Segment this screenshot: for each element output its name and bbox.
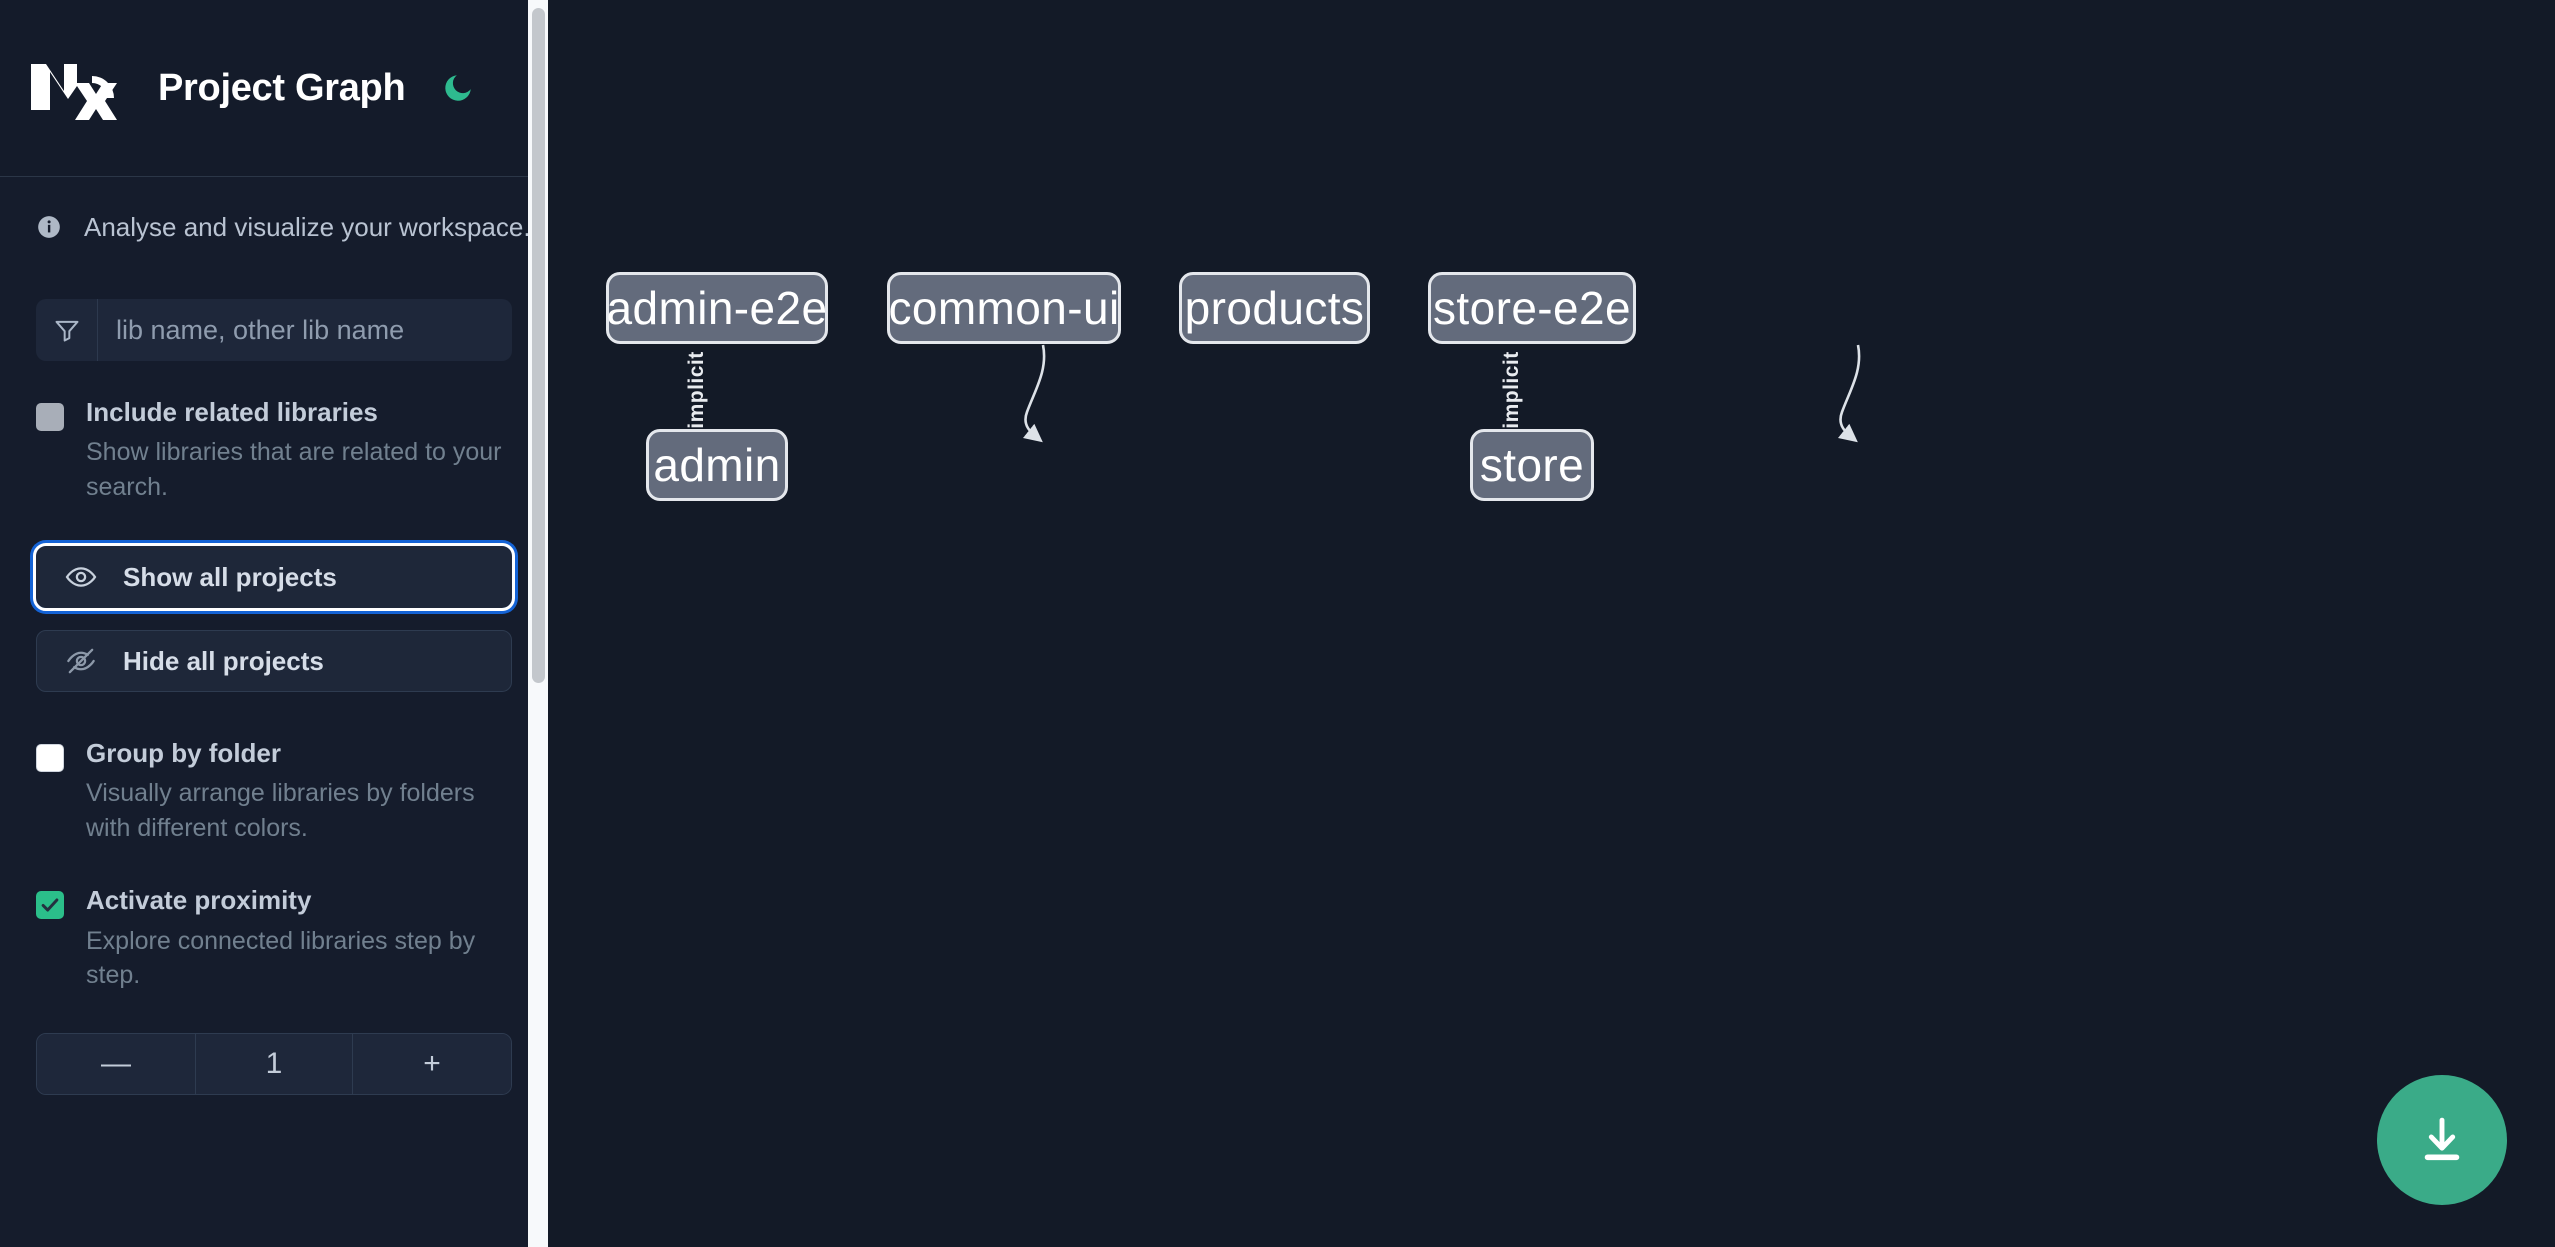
option-include-related-libraries[interactable]: Include related libraries Show libraries… — [36, 397, 512, 504]
search-input[interactable] — [98, 299, 512, 361]
option-description: Explore connected libraries step by step… — [86, 926, 476, 990]
check-icon — [41, 898, 59, 912]
page-title: Project Graph — [158, 66, 406, 109]
sidebar: Project Graph Analyse and visualize your… — [0, 0, 548, 1247]
proximity-stepper[interactable]: — 1 + — [36, 1032, 512, 1095]
info-icon — [36, 214, 62, 240]
stepper-value: 1 — [194, 1033, 354, 1094]
analyse-banner: Analyse and visualize your workspace. — [36, 177, 531, 277]
graph-canvas[interactable]: implicit implicit admin-e2e common-ui pr… — [548, 0, 2555, 1247]
visibility-buttons: Show all projects Hide all projects — [33, 543, 515, 693]
option-description: Visually arrange libraries by folders wi… — [86, 779, 475, 842]
sidebar-header: Project Graph — [0, 0, 548, 177]
sidebar-body: Analyse and visualize your workspace. In… — [0, 177, 548, 1095]
nx-logo — [28, 56, 124, 120]
show-all-projects-label: Show all projects — [123, 561, 337, 592]
graph-node-store[interactable]: store — [1470, 429, 1594, 501]
option-description: Show libraries that are related to your … — [86, 438, 502, 501]
hide-all-projects-button[interactable]: Hide all projects — [36, 630, 512, 693]
edge-label-store-implicit: implicit — [1499, 351, 1523, 429]
graph-node-products[interactable]: products — [1179, 272, 1370, 344]
graph-node-admin-e2e[interactable]: admin-e2e — [606, 272, 828, 344]
edge-store-e2e-to-store — [1837, 344, 1861, 443]
edge-admin-e2e-to-admin — [1022, 344, 1046, 443]
group-by-folder-checkbox[interactable] — [36, 744, 64, 773]
graph-node-store-e2e[interactable]: store-e2e — [1428, 272, 1636, 344]
moon-icon[interactable] — [435, 65, 481, 111]
analyse-text: Analyse and visualize your workspace. — [84, 211, 531, 242]
option-activate-proximity[interactable]: Activate proximity Explore connected lib… — [36, 885, 512, 992]
graph-node-common-ui[interactable]: common-ui — [887, 272, 1121, 344]
filter-icon — [36, 299, 98, 361]
stepper-increment-button[interactable]: + — [353, 1033, 511, 1094]
graph-edges — [1022, 344, 1861, 443]
eye-icon — [65, 567, 97, 587]
eye-slash-icon — [67, 648, 95, 674]
include-related-libraries-checkbox[interactable] — [36, 403, 64, 431]
option-title: Include related libraries — [86, 397, 378, 427]
edge-label-admin-implicit: implicit — [684, 351, 708, 429]
download-image-button[interactable] — [2377, 1075, 2507, 1205]
download-icon — [2424, 1117, 2460, 1161]
option-group-by-folder[interactable]: Group by folder Visually arrange librari… — [36, 738, 512, 845]
activate-proximity-checkbox[interactable] — [36, 891, 64, 920]
option-title: Activate proximity — [86, 885, 312, 916]
hide-all-projects-label: Hide all projects — [123, 645, 324, 676]
sidebar-scrollbar-thumb[interactable] — [532, 8, 545, 683]
show-all-projects-button[interactable]: Show all projects — [33, 543, 515, 612]
stepper-decrement-button[interactable]: — — [37, 1033, 195, 1094]
graph-node-admin[interactable]: admin — [646, 429, 788, 501]
sidebar-scrollbar[interactable] — [528, 0, 548, 1247]
option-title: Group by folder — [86, 738, 281, 769]
search-field[interactable] — [36, 299, 512, 361]
